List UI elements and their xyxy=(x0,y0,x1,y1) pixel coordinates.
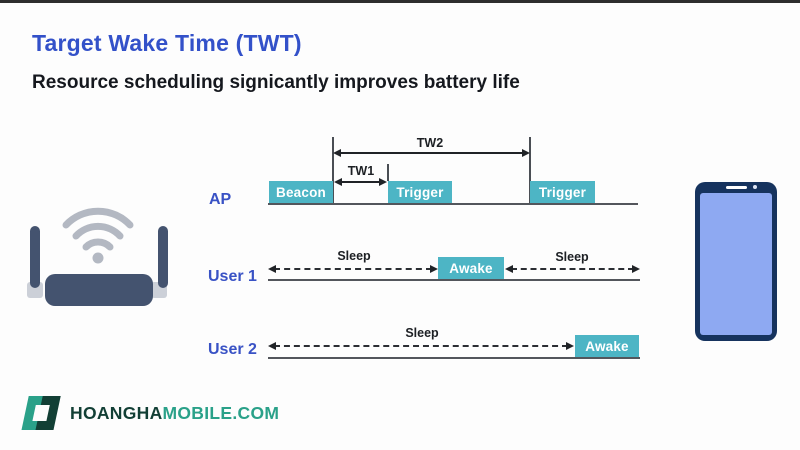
trigger-box-2: Trigger xyxy=(530,181,595,203)
wifi-icon xyxy=(62,207,134,264)
tw2-interval-arrow xyxy=(333,148,530,157)
ap-row-label: AP xyxy=(209,191,232,208)
user2-sleep-label: Sleep xyxy=(405,326,439,340)
router-body xyxy=(45,274,153,306)
tw1-interval-arrow xyxy=(334,177,387,186)
router-antenna-left xyxy=(30,226,40,288)
brand-name-primary: HOANGHA xyxy=(70,402,163,423)
brand-logo-icon xyxy=(21,396,61,430)
tw2-label: TW2 xyxy=(416,136,444,150)
user1-sleep-right-label: Sleep xyxy=(555,250,589,264)
brand-logo: HOANGHAMOBILE.COM xyxy=(16,390,279,436)
user1-row-label: User 1 xyxy=(208,268,257,285)
router-antenna-right xyxy=(158,226,168,288)
smartphone-icon xyxy=(695,182,777,341)
tw1-label: TW1 xyxy=(347,164,375,178)
user2-row-label: User 2 xyxy=(208,341,257,358)
wifi-router-icon xyxy=(27,207,168,306)
page-title: Target Wake Time (TWT) xyxy=(32,30,302,56)
brand-name-secondary: MOBILE.COM xyxy=(162,402,280,423)
tw-guide-line-trigger2-start xyxy=(529,137,531,203)
user1-awake-box: Awake xyxy=(438,257,504,279)
beacon-box: Beacon xyxy=(269,181,333,203)
tw-guide-line-beacon-end xyxy=(332,137,334,203)
user1-sleep-right-arrow xyxy=(505,264,640,273)
page-subtitle: Resource scheduling signicantly improves… xyxy=(32,72,520,93)
tw-guide-line-trigger1-start xyxy=(387,164,389,181)
ap-timeline xyxy=(268,203,638,205)
user2-sleep-arrow xyxy=(268,341,574,350)
brand-name: HOANGHAMOBILE.COM xyxy=(70,403,279,424)
user1-timeline xyxy=(268,279,640,281)
user1-sleep-left-arrow xyxy=(268,264,438,273)
phone-speaker xyxy=(726,186,747,189)
trigger-box-1: Trigger xyxy=(388,181,452,203)
top-border xyxy=(0,0,800,3)
user1-sleep-left-label: Sleep xyxy=(337,249,371,263)
phone-camera-dot xyxy=(753,185,757,189)
user2-timeline xyxy=(268,357,640,359)
phone-screen xyxy=(700,193,772,335)
user2-awake-box: Awake xyxy=(575,335,639,357)
